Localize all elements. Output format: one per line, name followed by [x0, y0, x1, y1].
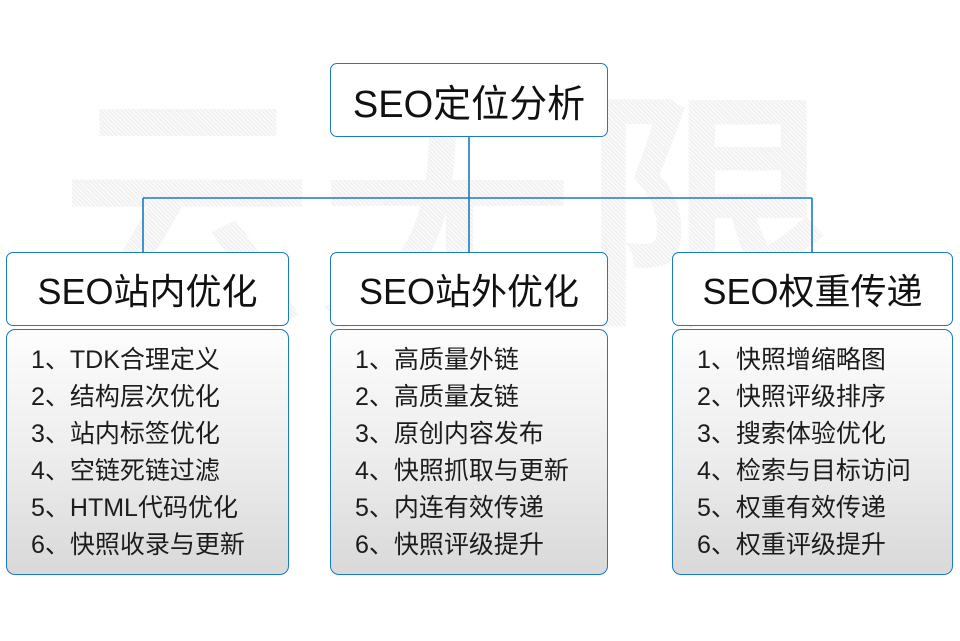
- list-item-text: 快照抓取与更新: [393, 457, 569, 485]
- list-item[interactable]: 6、权重评级提升: [673, 527, 952, 564]
- list-item-number: 3、: [697, 420, 736, 448]
- list-item-text: 站内标签优化: [69, 420, 220, 448]
- list-item-text: 快照收录与更新: [69, 531, 245, 559]
- list-item-text: 原创内容发布: [393, 420, 544, 448]
- branch-column-0: SEO站内优化 1、TDK合理定义 2、结构层次优化 3、站内标签优化 4、空链…: [6, 252, 289, 575]
- list-item-number: 6、: [355, 531, 394, 559]
- list-item-text: HTML代码优化: [69, 494, 238, 522]
- root-node[interactable]: SEO定位分析: [330, 63, 608, 137]
- list-item-text: 搜索体验优化: [735, 420, 886, 448]
- branch-body-2: 1、快照增缩略图 2、快照评级排序 3、搜索体验优化 4、检索与目标访问 5、权…: [672, 329, 953, 575]
- list-item[interactable]: 3、搜索体验优化: [673, 416, 952, 453]
- list-item-number: 5、: [697, 494, 736, 522]
- list-item[interactable]: 5、HTML代码优化: [7, 490, 288, 527]
- list-item-number: 4、: [31, 457, 70, 485]
- list-item[interactable]: 3、原创内容发布: [331, 416, 607, 453]
- branch-body-1: 1、高质量外链 2、高质量友链 3、原创内容发布 4、快照抓取与更新 5、内连有…: [330, 329, 608, 575]
- list-item-text: TDK合理定义: [69, 346, 220, 374]
- list-item-number: 6、: [697, 531, 736, 559]
- list-item[interactable]: 4、空链死链过滤: [7, 453, 288, 490]
- list-item-text: 高质量外链: [393, 346, 519, 374]
- list-item[interactable]: 6、快照收录与更新: [7, 527, 288, 564]
- list-item-number: 3、: [355, 420, 394, 448]
- list-item[interactable]: 2、快照评级排序: [673, 379, 952, 416]
- branch-column-1: SEO站外优化 1、高质量外链 2、高质量友链 3、原创内容发布 4、快照抓取与…: [330, 252, 608, 575]
- list-item-text: 高质量友链: [393, 383, 519, 411]
- list-item-number: 3、: [31, 420, 70, 448]
- list-item-number: 1、: [697, 346, 736, 374]
- branch-header-2[interactable]: SEO权重传递: [672, 252, 953, 326]
- list-item-number: 1、: [31, 346, 70, 374]
- list-item[interactable]: 5、内连有效传递: [331, 490, 607, 527]
- list-item-number: 4、: [355, 457, 394, 485]
- list-item[interactable]: 3、站内标签优化: [7, 416, 288, 453]
- list-item-text: 结构层次优化: [69, 383, 220, 411]
- list-item-number: 2、: [31, 383, 70, 411]
- list-item[interactable]: 1、快照增缩略图: [673, 342, 952, 379]
- list-item-text: 快照评级提升: [393, 531, 544, 559]
- list-item-text: 权重有效传递: [735, 494, 886, 522]
- list-item-number: 1、: [355, 346, 394, 374]
- branch-header-1[interactable]: SEO站外优化: [330, 252, 608, 326]
- branch-header-label-1: SEO站外优化: [358, 271, 580, 312]
- list-item-number: 5、: [31, 494, 70, 522]
- branch-body-0: 1、TDK合理定义 2、结构层次优化 3、站内标签优化 4、空链死链过滤 5、H…: [6, 329, 289, 575]
- list-item[interactable]: 6、快照评级提升: [331, 527, 607, 564]
- list-item[interactable]: 5、权重有效传递: [673, 490, 952, 527]
- branch-column-2: SEO权重传递 1、快照增缩略图 2、快照评级排序 3、搜索体验优化 4、检索与…: [672, 252, 953, 575]
- list-item-text: 内连有效传递: [393, 494, 544, 522]
- list-item-text: 检索与目标访问: [735, 457, 911, 485]
- list-item[interactable]: 2、高质量友链: [331, 379, 607, 416]
- root-node-title: SEO定位分析: [352, 83, 586, 126]
- list-item-number: 5、: [355, 494, 394, 522]
- list-item-text: 快照评级排序: [735, 383, 886, 411]
- list-item-text: 权重评级提升: [735, 531, 886, 559]
- branch-list-1: 1、高质量外链 2、高质量友链 3、原创内容发布 4、快照抓取与更新 5、内连有…: [331, 342, 607, 564]
- list-item-number: 4、: [697, 457, 736, 485]
- list-item[interactable]: 4、快照抓取与更新: [331, 453, 607, 490]
- list-item[interactable]: 1、TDK合理定义: [7, 342, 288, 379]
- list-item[interactable]: 2、结构层次优化: [7, 379, 288, 416]
- list-item-text: 空链死链过滤: [69, 457, 220, 485]
- list-item-text: 快照增缩略图: [735, 346, 886, 374]
- branch-list-2: 1、快照增缩略图 2、快照评级排序 3、搜索体验优化 4、检索与目标访问 5、权…: [673, 342, 952, 564]
- list-item[interactable]: 4、检索与目标访问: [673, 453, 952, 490]
- list-item-number: 6、: [31, 531, 70, 559]
- branch-header-label-0: SEO站内优化: [37, 271, 258, 312]
- list-item[interactable]: 1、高质量外链: [331, 342, 607, 379]
- branch-header-0[interactable]: SEO站内优化: [6, 252, 289, 326]
- branch-header-label-2: SEO权重传递: [702, 271, 923, 312]
- list-item-number: 2、: [355, 383, 394, 411]
- branch-list-0: 1、TDK合理定义 2、结构层次优化 3、站内标签优化 4、空链死链过滤 5、H…: [7, 342, 288, 564]
- list-item-number: 2、: [697, 383, 736, 411]
